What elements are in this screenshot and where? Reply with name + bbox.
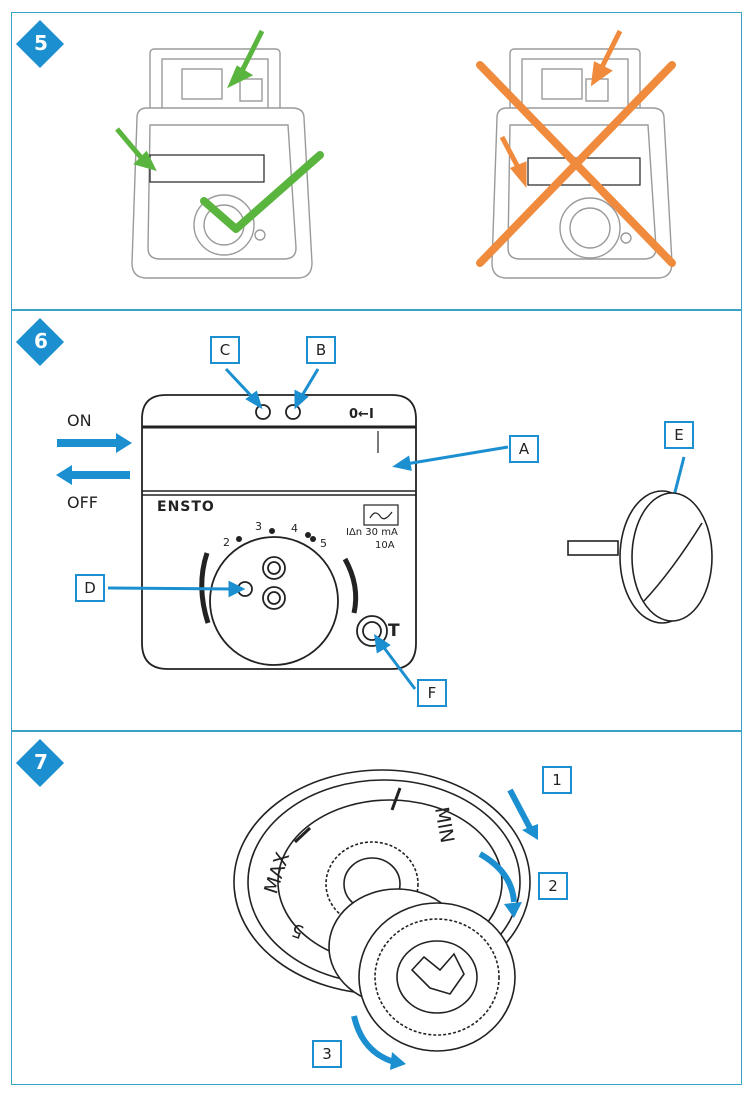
brand-logo: ENSTO xyxy=(157,499,215,515)
step-7-panel: 7 1 2 3 MAX MIN 5 xyxy=(11,731,742,1085)
green-arrows xyxy=(115,29,265,171)
callout-1: 1 xyxy=(542,766,572,794)
rotation-arrows xyxy=(351,788,538,1070)
orange-cross xyxy=(476,61,676,267)
step-7-illustration xyxy=(233,769,538,1070)
dial-disassembly-drawing xyxy=(233,769,531,1052)
correct-installation-drawing xyxy=(131,48,313,279)
knob-e-drawing xyxy=(567,490,713,624)
step-6-panel: 6 xyxy=(11,310,742,731)
step-5-illustration xyxy=(115,29,676,279)
orange-arrows xyxy=(499,29,623,188)
wrong-installation-drawing xyxy=(491,48,673,279)
on-arrow xyxy=(57,433,132,453)
test-button-label: T xyxy=(388,621,400,641)
dial-mark-4: 4 xyxy=(291,522,298,535)
label-f: F xyxy=(417,679,447,707)
step-number: 7 xyxy=(34,750,48,774)
callout-2: 2 xyxy=(538,872,568,900)
led-b xyxy=(285,404,301,420)
off-arrow xyxy=(56,465,130,485)
label-a: A xyxy=(509,435,539,463)
control-unit xyxy=(141,394,417,670)
step-number: 6 xyxy=(34,329,48,353)
label-e: E xyxy=(664,421,694,449)
step-6-illustration xyxy=(56,367,713,690)
label-d: D xyxy=(75,574,105,602)
rating-text: 10A xyxy=(375,540,395,551)
rcd-current-text: IΔn 30 mA xyxy=(346,527,398,538)
led-c xyxy=(255,404,271,420)
dial-mark-5: 5 xyxy=(320,537,327,550)
green-checkmark xyxy=(200,151,324,233)
step-number: 5 xyxy=(34,31,48,55)
label-b: B xyxy=(306,336,336,364)
dial-mark-3: 3 xyxy=(255,520,262,533)
label-c: C xyxy=(210,336,240,364)
temperature-dial xyxy=(209,536,339,666)
off-label: OFF xyxy=(67,493,98,512)
dial-dots xyxy=(236,528,316,542)
test-button-ring xyxy=(356,615,388,647)
dial-mark-2: 2 xyxy=(223,536,230,549)
callout-3: 3 xyxy=(312,1040,342,1068)
on-label: ON xyxy=(67,411,92,430)
switch-marking: 0←I xyxy=(349,407,374,422)
step-5-panel: 5 xyxy=(11,12,742,310)
